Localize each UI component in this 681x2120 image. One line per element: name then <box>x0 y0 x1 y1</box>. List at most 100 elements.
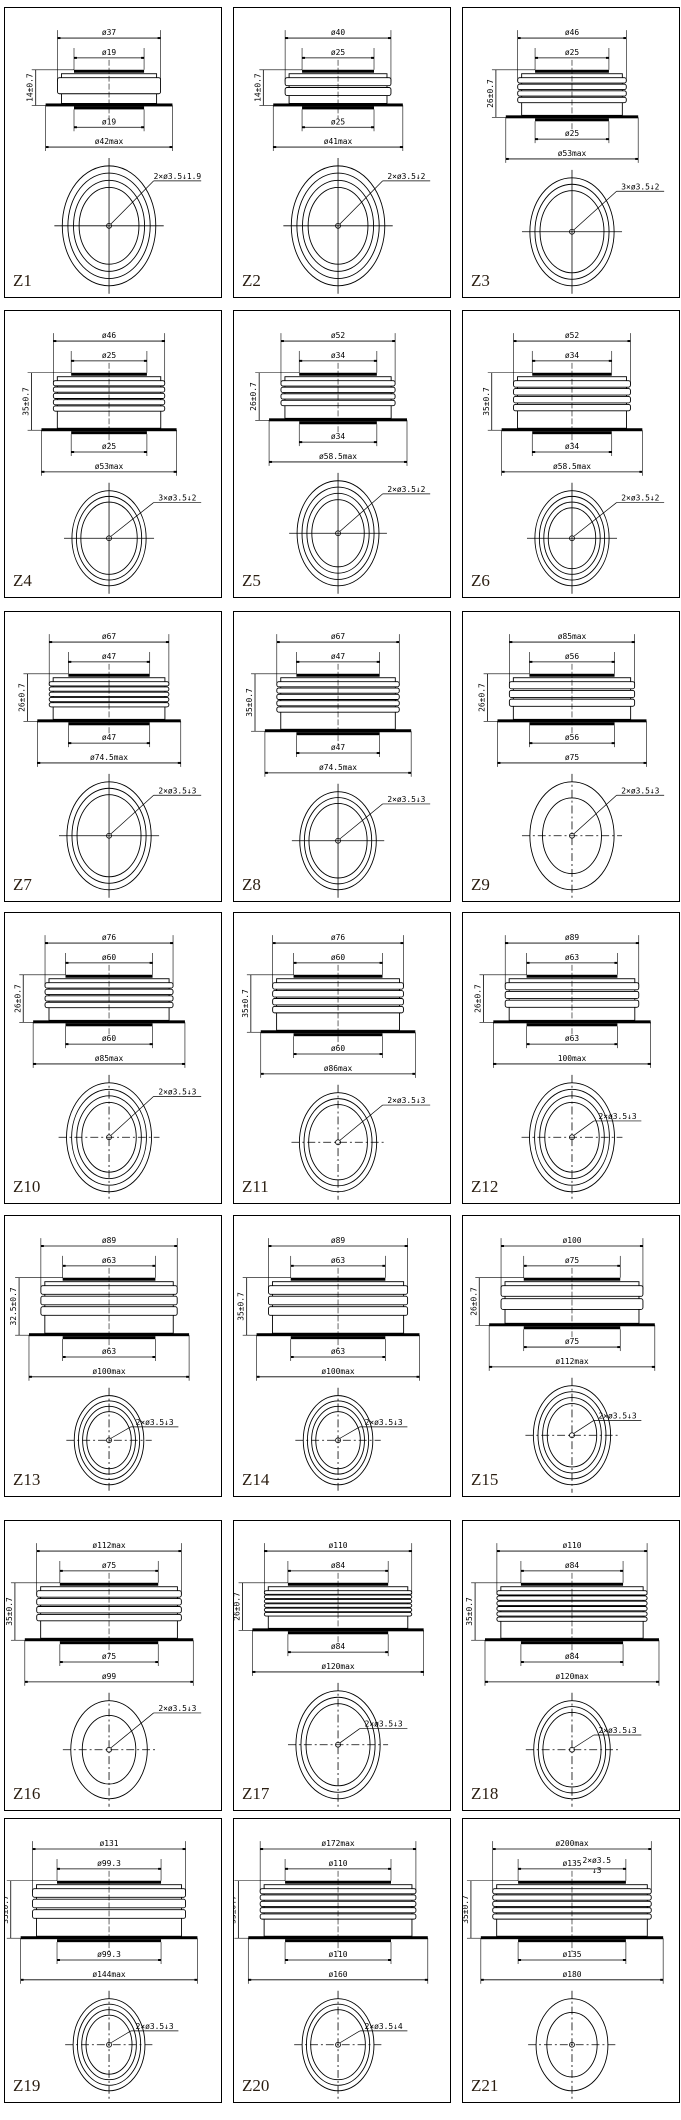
dimension-arrow <box>45 146 49 149</box>
bottom-contact <box>518 1939 626 1943</box>
dimension-arrow <box>501 470 505 473</box>
flange-diameter: ø120max <box>321 1662 355 1671</box>
mounting-hole <box>569 1746 575 1753</box>
dimension-arrow <box>399 146 403 149</box>
top-outer-diameter: ø110 <box>329 1541 348 1550</box>
drawing-label: Z11 <box>242 1177 269 1196</box>
height-dimension: 26±0.7 <box>469 1287 478 1316</box>
dimension-arrow <box>517 37 521 40</box>
top-inner-diameter: ø60 <box>331 953 346 962</box>
height-dimension: 26±0.7 <box>13 984 22 1013</box>
dimension-arrow <box>41 470 45 473</box>
top-view: 2×ø3.5↓3 <box>66 1387 179 1493</box>
dimension-arrow <box>68 660 72 663</box>
dimension-arrow <box>146 660 150 663</box>
top-inner-diameter: ø135 <box>562 1859 581 1868</box>
dimension-arrow <box>404 1245 408 1248</box>
dimension-arrow <box>627 340 631 343</box>
dimension-arrow <box>501 1245 505 1248</box>
dimension-arrow <box>412 1072 416 1075</box>
top-inner-diameter: ø34 <box>565 351 580 360</box>
height-dimension: 35±0.7 <box>22 387 31 416</box>
dimension-arrow <box>396 641 400 644</box>
dimension-arrow <box>371 56 375 59</box>
top-inner-diameter: ø47 <box>331 652 346 661</box>
drawing-label: Z18 <box>471 1784 499 1803</box>
dimension-arrow <box>614 1043 618 1046</box>
leader-line <box>339 1728 361 1744</box>
top-outer-diameter: ø67 <box>331 632 346 641</box>
dimension-arrow <box>290 1356 294 1358</box>
drawing-label: Z21 <box>471 2076 499 2095</box>
bottom-inner-diameter: ø99.3 <box>97 1950 121 1959</box>
leader-line <box>573 1734 594 1749</box>
dimension-arrow <box>155 1569 159 1572</box>
top-inner-diameter: ø56 <box>565 652 580 661</box>
flange-diameter: ø99 <box>102 1672 117 1681</box>
flange-diameter: 100max <box>558 1054 587 1063</box>
drawing-label: Z20 <box>242 2076 270 2095</box>
dimension-arrow <box>37 761 41 764</box>
dimension-arrow <box>611 742 615 745</box>
dimension-arrow <box>285 37 289 40</box>
bottom-contact <box>285 1939 391 1943</box>
hole-spec: 2×ø3.5↓3 <box>158 1704 196 1713</box>
dimension-arrow <box>509 641 513 644</box>
top-inner-diameter: ø47 <box>102 652 117 661</box>
hole-spec: 2×ø3.5↓3 <box>365 1720 403 1729</box>
dimension-arrow <box>174 1245 178 1248</box>
dimension-arrow <box>379 961 383 964</box>
leader-line <box>339 803 383 840</box>
mounting-hole <box>569 832 575 839</box>
dimension-arrow <box>416 1375 420 1378</box>
flange-diameter: ø85max <box>95 1054 124 1063</box>
dimension-arrow <box>260 1848 264 1851</box>
dimension-arrow <box>20 1978 24 1981</box>
drawing-label: Z4 <box>13 571 32 590</box>
top-view: 2×ø3.5↓2 <box>289 472 431 594</box>
dimension-arrow <box>264 771 268 774</box>
bottom-contact <box>520 1641 624 1645</box>
top-view: 2×ø3.5↓3 <box>58 1074 202 1200</box>
dimension-arrow <box>155 1661 159 1664</box>
top-view: 2×ø3.5↓1.9 <box>54 157 202 294</box>
dimension-arrow <box>480 1978 484 1981</box>
dimension-arrow <box>165 641 169 644</box>
top-view: 2×ø3.5↓3 <box>525 1692 642 1807</box>
hole-spec: 2×ø3.5↓3 <box>599 1112 637 1121</box>
dimension-arrow <box>62 1356 66 1358</box>
dimension-arrow <box>74 126 77 129</box>
height-dimension: 35±0.7 <box>465 1597 474 1626</box>
hole-spec: 2×ø3.5↓3 <box>158 786 196 795</box>
dimension-arrow <box>532 451 536 454</box>
dimension-arrow <box>143 451 147 454</box>
mounting-hole <box>106 1746 112 1753</box>
dimension-arrow <box>520 1661 524 1664</box>
bottom-contact <box>59 1641 159 1645</box>
dimension-arrow <box>302 126 306 129</box>
bottom-inner-diameter: ø84 <box>565 1652 580 1661</box>
top-inner-diameter: ø84 <box>565 1561 580 1570</box>
dimension-arrow <box>660 1978 664 1981</box>
bottom-inner-diameter: ø63 <box>331 1347 346 1356</box>
contour-ring <box>534 1088 610 1186</box>
height-dimension: 26±0.7 <box>473 984 482 1013</box>
hole-spec: 2×ø3.5↓3 <box>136 2022 174 2031</box>
dimension-arrow <box>608 451 612 454</box>
dimension-arrow <box>161 340 165 343</box>
dimension-arrow <box>513 340 517 343</box>
hole-spec: 2×ø3.5↓1.9 <box>154 172 202 181</box>
hole-depth: ↓3 <box>592 1866 602 1875</box>
dimension-arrow <box>631 641 635 644</box>
